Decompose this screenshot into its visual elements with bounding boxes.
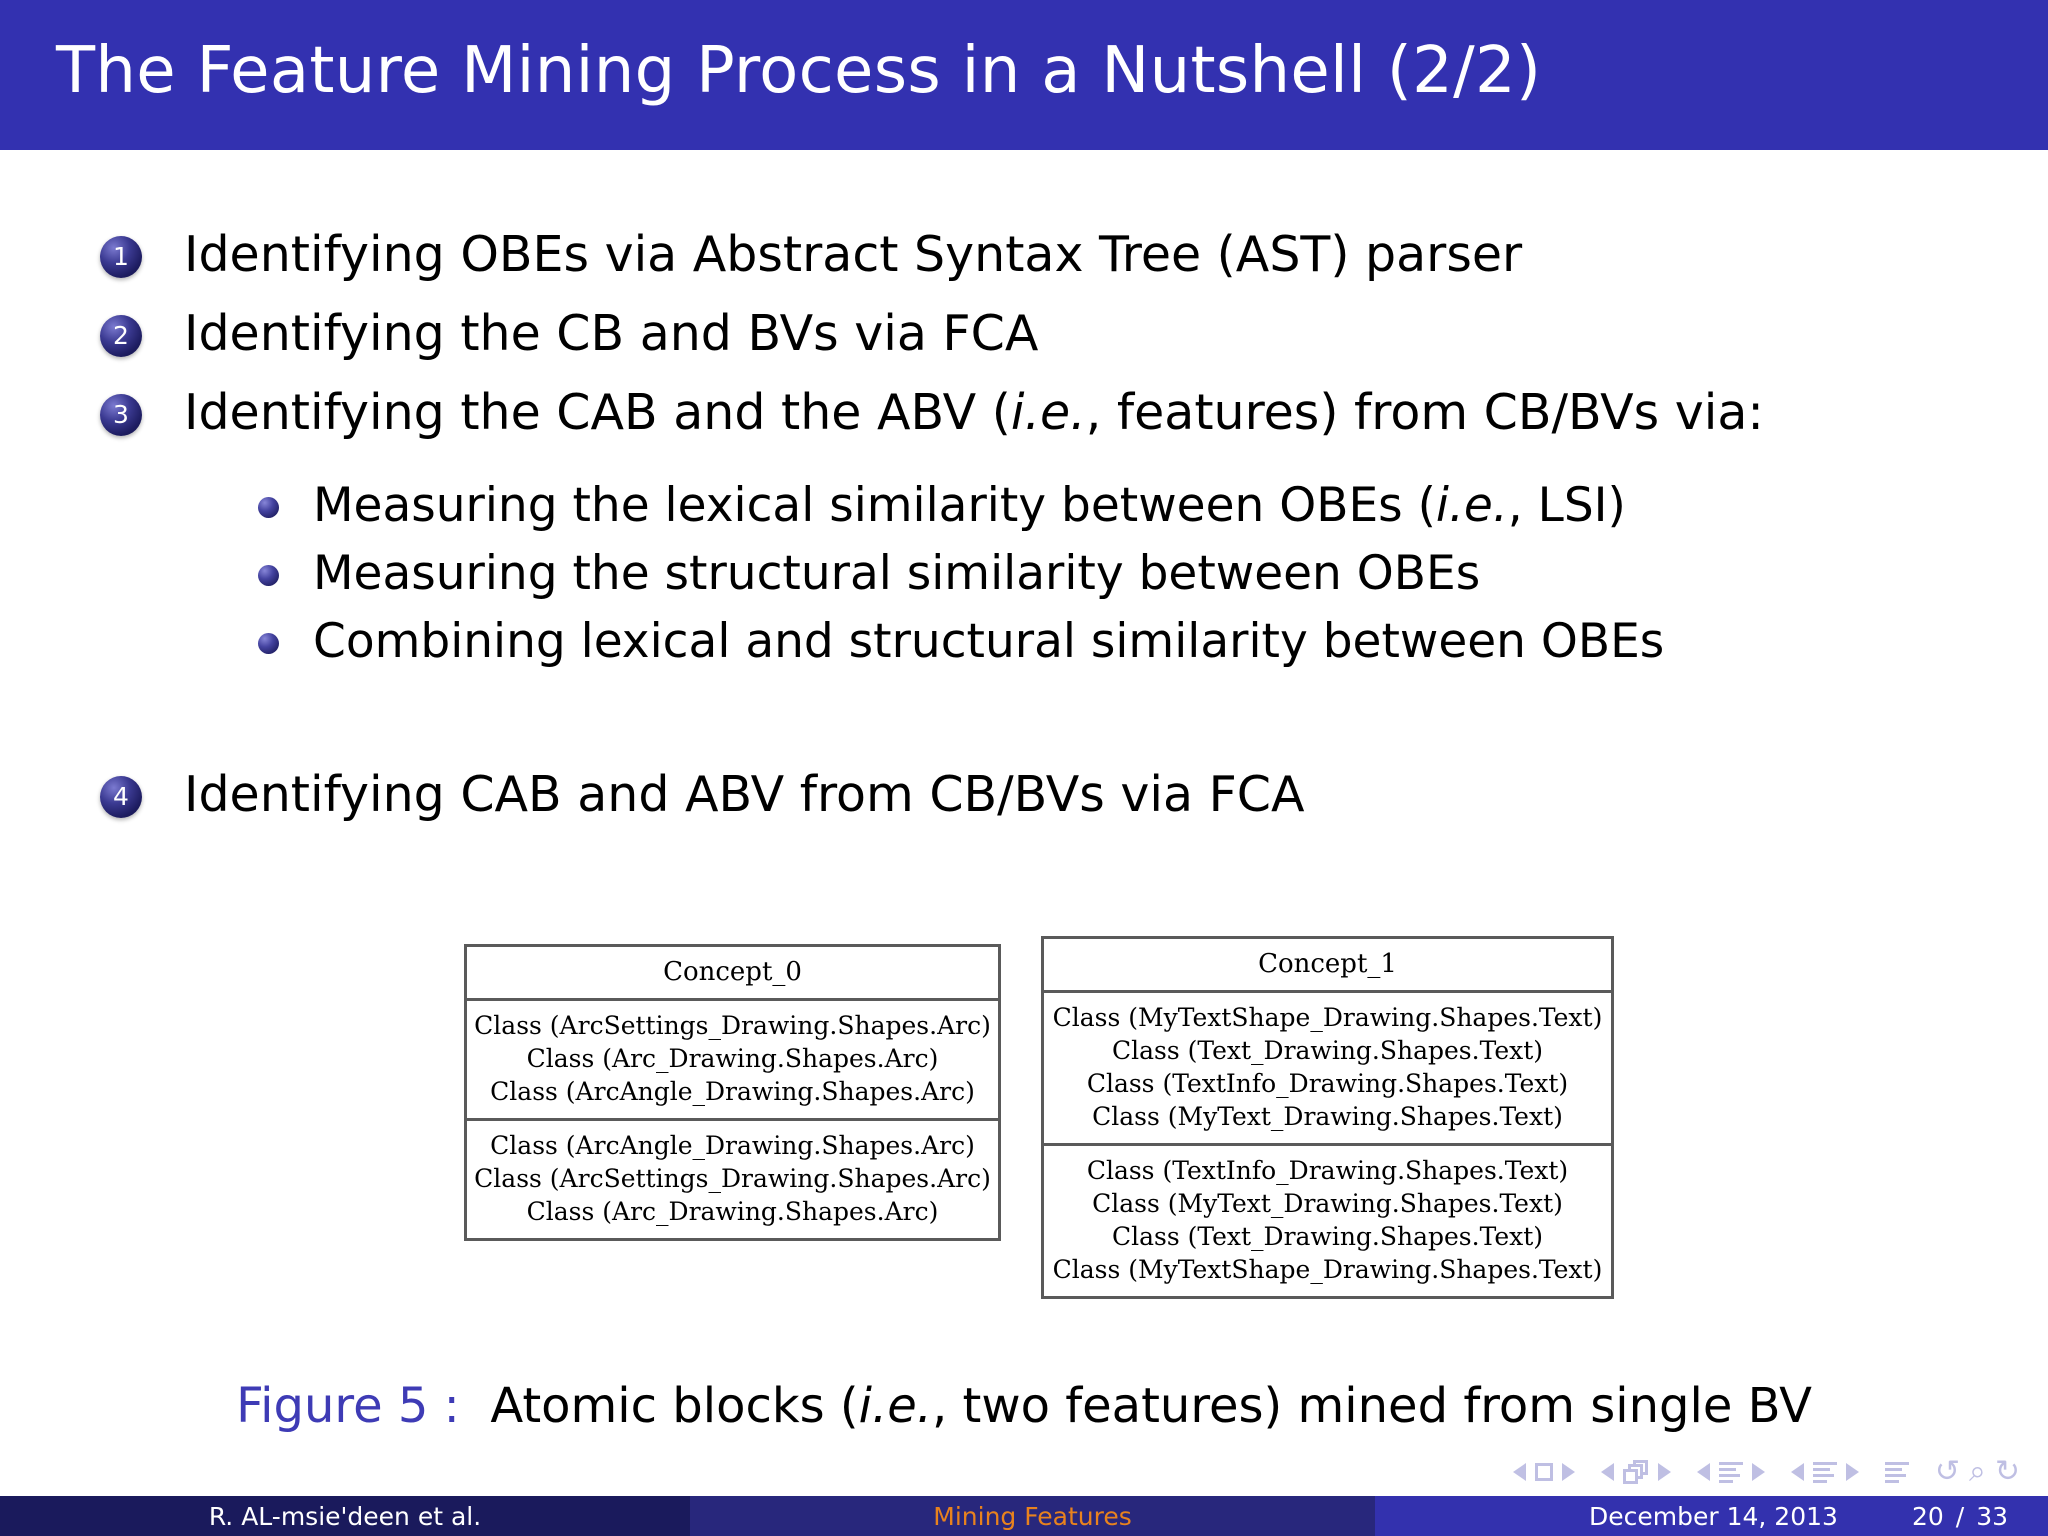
- enum-marker-4: 4: [100, 776, 142, 818]
- concept-table-1: Concept_1 Class (MyTextShape_Drawing.Sha…: [1041, 936, 1614, 1299]
- subsection-icon[interactable]: [1718, 1461, 1743, 1483]
- sub-item-1-emph: i.e.: [1435, 478, 1508, 533]
- beamer-navigation-symbols[interactable]: ↺ ⌕ ↻: [1512, 1448, 2020, 1496]
- sub-item-1-pre: Measuring the lexical similarity between…: [313, 478, 1436, 533]
- concept-1-intent: Class (TextInfo_Drawing.Shapes.Text) Cla…: [1044, 1143, 1611, 1296]
- list-item: 3 Identifying the CAB and the ABV (i.e.,…: [100, 374, 2000, 452]
- slide-title-bar: The Feature Mining Process in a Nutshell…: [0, 0, 2048, 150]
- next-subsection-icon[interactable]: [1751, 1463, 1765, 1481]
- sub-item-1-post: , LSI): [1507, 478, 1626, 533]
- prev-subsection-icon[interactable]: [1696, 1463, 1710, 1481]
- table-row: Class (Arc_Drawing.Shapes.Arc): [526, 1044, 939, 1073]
- footer-short-title: Mining Features: [690, 1496, 1375, 1536]
- frame-stack-icon[interactable]: [1622, 1460, 1649, 1484]
- bullet-dot-icon: [258, 497, 279, 518]
- search-icon[interactable]: ⌕: [1969, 1454, 1986, 1489]
- enumerated-list: 1 Identifying OBEs via Abstract Syntax T…: [100, 216, 2000, 453]
- list-item: 2 Identifying the CB and BVs via FCA: [100, 295, 2000, 373]
- section-icon[interactable]: [1812, 1461, 1837, 1483]
- prev-slide-icon[interactable]: [1512, 1463, 1526, 1481]
- figure-concept-tables: Concept_0 Class (ArcSettings_Drawing.Sha…: [0, 926, 2048, 1326]
- footer-meta: December 14, 2013 20 / 33: [1375, 1496, 2048, 1536]
- back-icon[interactable]: ↺: [1934, 1454, 1961, 1489]
- next-slide-icon[interactable]: [1561, 1463, 1575, 1481]
- table-row: Class (ArcSettings_Drawing.Shapes.Arc): [474, 1164, 991, 1193]
- forward-icon[interactable]: ↻: [1994, 1454, 2020, 1489]
- table-row: Class (Text_Drawing.Shapes.Text): [1111, 1222, 1544, 1251]
- bullet-dot-icon: [258, 565, 279, 586]
- sub-item-text-3: Combining lexical and structural similar…: [313, 614, 1665, 669]
- slide-icon[interactable]: [1534, 1463, 1553, 1481]
- nav-history-group[interactable]: ↺ ⌕ ↻: [1935, 1457, 2020, 1487]
- next-frame-icon[interactable]: [1657, 1463, 1671, 1481]
- concept-1-extent: Class (MyTextShape_Drawing.Shapes.Text) …: [1044, 993, 1611, 1143]
- page-title: The Feature Mining Process in a Nutshell…: [56, 34, 1542, 108]
- nav-slide-group[interactable]: [1512, 1463, 1575, 1481]
- table-row: Class (ArcAngle_Drawing.Shapes.Arc): [490, 1077, 975, 1106]
- title-underline: [0, 150, 2048, 156]
- concept-table-0: Concept_0 Class (ArcSettings_Drawing.Sha…: [464, 944, 1001, 1241]
- enum-item-3-post: , features) from CB/BVs via:: [1085, 384, 1764, 441]
- table-row: Class (Arc_Drawing.Shapes.Arc): [526, 1197, 939, 1226]
- concept-0-header: Concept_0: [467, 947, 998, 1001]
- table-row: Class (MyText_Drawing.Shapes.Text): [1092, 1102, 1563, 1131]
- slide-footer: R. AL-msie'deen et al. Mining Features D…: [0, 1496, 2048, 1536]
- table-row: Class (TextInfo_Drawing.Shapes.Text): [1086, 1156, 1569, 1185]
- table-row: Class (MyTextShape_Drawing.Shapes.Text): [1052, 1255, 1603, 1284]
- list-item: Measuring the structural similarity betw…: [258, 540, 1958, 608]
- figure-caption: Figure 5 : Atomic blocks (i.e., two feat…: [0, 1378, 2048, 1434]
- enum-marker-3: 3: [100, 394, 142, 436]
- footer-page-current: 20: [1911, 1501, 1944, 1531]
- footer-date: December 14, 2013: [1589, 1501, 1838, 1531]
- enum-item-text-2: Identifying the CB and BVs via FCA: [184, 305, 1039, 362]
- footer-page-total: 33: [1976, 1501, 2008, 1531]
- enum-marker-1: 1: [100, 236, 142, 278]
- next-section-icon[interactable]: [1845, 1463, 1859, 1481]
- enum-item-3-emph: i.e.: [1010, 384, 1086, 441]
- figure-caption-post: , two features) mined from single BV: [932, 1378, 1812, 1434]
- concept-1-header: Concept_1: [1044, 939, 1611, 993]
- table-row: Class (MyText_Drawing.Shapes.Text): [1092, 1189, 1563, 1218]
- enum-marker-2: 2: [100, 315, 142, 357]
- table-row: Class (TextInfo_Drawing.Shapes.Text): [1086, 1069, 1569, 1098]
- enum-item-text-3: Identifying the CAB and the ABV (i.e., f…: [184, 384, 1764, 441]
- enum-item-text-1: Identifying OBEs via Abstract Syntax Tre…: [184, 226, 1523, 283]
- footer-page-indicator: 20 / 33: [1912, 1502, 2008, 1531]
- enum-item-3-pre: Identifying the CAB and the ABV (: [184, 384, 1011, 441]
- table-row: Class (ArcSettings_Drawing.Shapes.Arc): [474, 1011, 991, 1040]
- enum-item-text-4: Identifying CAB and ABV from CB/BVs via …: [184, 766, 1305, 823]
- prev-frame-icon[interactable]: [1600, 1463, 1614, 1481]
- footer-page-separator: /: [1955, 1501, 1965, 1531]
- sub-bullet-list: Measuring the lexical similarity between…: [258, 472, 1958, 676]
- document-icon[interactable]: [1884, 1461, 1909, 1483]
- concept-0-extent: Class (ArcSettings_Drawing.Shapes.Arc) C…: [467, 1001, 998, 1118]
- footer-author: R. AL-msie'deen et al.: [0, 1496, 690, 1536]
- nav-section-group[interactable]: [1790, 1461, 1859, 1483]
- sub-item-text-2: Measuring the structural similarity betw…: [313, 546, 1481, 601]
- list-item: Measuring the lexical similarity between…: [258, 472, 1958, 540]
- figure-caption-emph: i.e.: [858, 1378, 933, 1434]
- bullet-dot-icon: [258, 633, 279, 654]
- list-item: 4 Identifying CAB and ABV from CB/BVs vi…: [100, 756, 2048, 834]
- figure-caption-label: Figure 5 :: [236, 1378, 460, 1434]
- figure-caption-pre: Atomic blocks (: [490, 1378, 859, 1434]
- nav-doc-group[interactable]: [1884, 1461, 1909, 1483]
- prev-section-icon[interactable]: [1790, 1463, 1804, 1481]
- nav-subsection-group[interactable]: [1696, 1461, 1765, 1483]
- table-row: Class (ArcAngle_Drawing.Shapes.Arc): [490, 1131, 975, 1160]
- table-row: Class (MyTextShape_Drawing.Shapes.Text): [1052, 1003, 1603, 1032]
- list-item: Combining lexical and structural similar…: [258, 608, 1958, 676]
- concept-0-intent: Class (ArcAngle_Drawing.Shapes.Arc) Clas…: [467, 1118, 998, 1238]
- slide-body: 1 Identifying OBEs via Abstract Syntax T…: [0, 156, 2048, 1446]
- nav-frame-group[interactable]: [1600, 1460, 1671, 1484]
- sub-item-text-1: Measuring the lexical similarity between…: [313, 478, 1626, 533]
- list-item: 1 Identifying OBEs via Abstract Syntax T…: [100, 216, 2000, 294]
- table-row: Class (Text_Drawing.Shapes.Text): [1111, 1036, 1544, 1065]
